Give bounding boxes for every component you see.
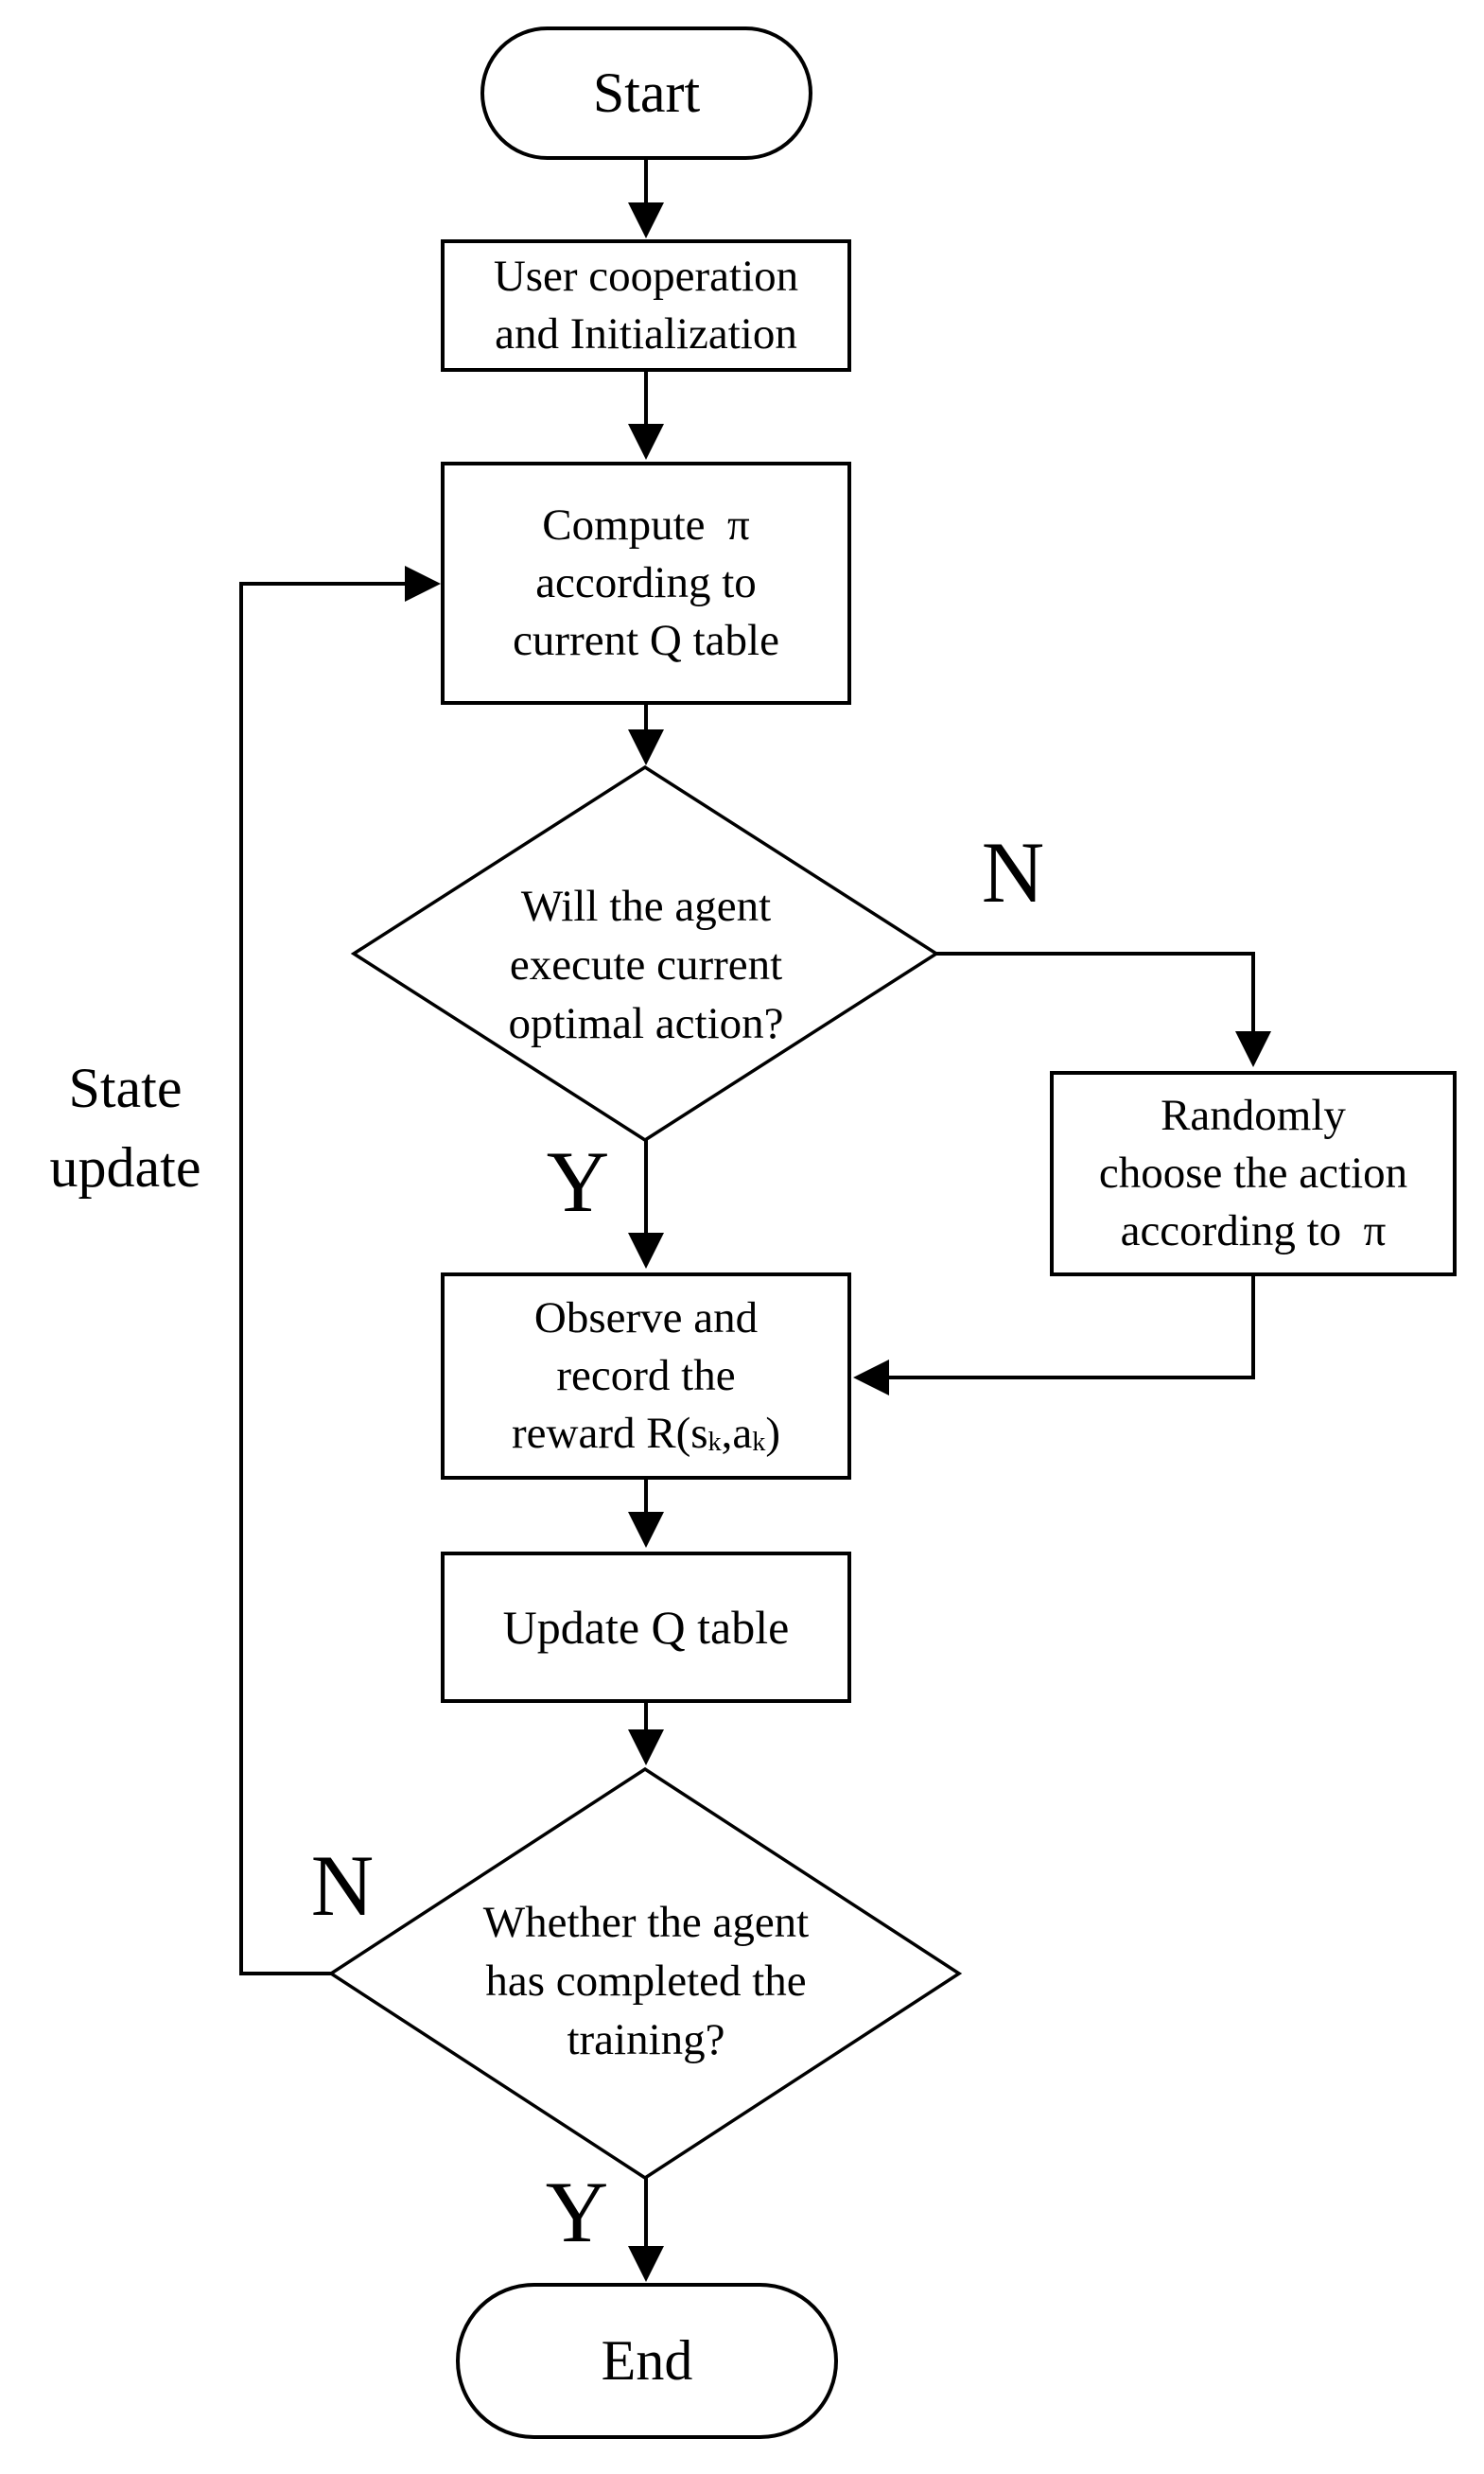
text-line: execute current	[509, 940, 783, 990]
text-line: Observe and	[533, 1293, 759, 1342]
arrowhead-into-random	[1235, 1031, 1271, 1067]
arrowhead-into-decision1	[628, 729, 664, 765]
text-line: Compute π	[542, 500, 750, 550]
arrowhead-into-compute-left	[405, 566, 441, 602]
arrowhead-into-update	[628, 1512, 664, 1548]
text-line: and Initialization	[495, 309, 797, 359]
text-line: Randomly	[1161, 1091, 1346, 1140]
edge-random-observe	[883, 1276, 1255, 1379]
decision1-yes-label: Y	[546, 1133, 610, 1230]
end-label: End	[601, 2329, 693, 2392]
text-line: User cooperation	[493, 252, 799, 301]
text-line: according to	[535, 558, 757, 607]
text-line: choose the action	[1098, 1149, 1408, 1198]
arrowhead-into-decision2	[628, 1729, 664, 1765]
arrowhead-into-end	[628, 2246, 664, 2282]
text-line: Whether the agent	[482, 1898, 810, 1947]
reward-mid: ,a	[721, 1409, 753, 1458]
arrowhead-into-observe-top	[628, 1233, 664, 1269]
compute-pi-process: Compute π according to current Q table	[441, 462, 851, 705]
arrowhead-into-observe-right	[853, 1360, 889, 1395]
random-action-process: Randomly choose the action according to …	[1050, 1071, 1457, 1276]
end-terminator: End	[456, 2283, 838, 2439]
observe-reward-process: Observe and record the reward R(sk,ak)	[441, 1272, 851, 1480]
reward-post: )	[765, 1409, 780, 1458]
reward-subscript-k1: k	[707, 1428, 722, 1458]
arrowhead-into-compute	[628, 424, 664, 460]
execute-decision-text: Will the agent execute current optimal a…	[416, 875, 876, 1055]
text-line: current Q table	[513, 616, 779, 665]
reward-subscript-k2: k	[752, 1428, 766, 1458]
decision2-yes-label: Y	[545, 2164, 609, 2260]
decision2-no-label: N	[310, 1837, 375, 1934]
decision1-no-label: N	[981, 824, 1045, 921]
text-line: update	[49, 1136, 201, 1199]
start-terminator: Start	[480, 26, 812, 160]
user-init-process: User cooperation and Initialization	[441, 239, 851, 372]
training-complete-decision-text: Whether the agent has completed the trai…	[407, 1891, 885, 2071]
reward-line: reward R(sk,ak)	[512, 1405, 780, 1463]
text-line: training?	[567, 2015, 725, 2064]
text-line: record the	[556, 1351, 736, 1400]
text-line: Update Q table	[502, 1600, 790, 1654]
text-line: State	[68, 1057, 183, 1119]
text-line: optimal action?	[508, 999, 784, 1048]
arrowhead-into-init	[628, 202, 664, 238]
start-label: Start	[592, 61, 701, 124]
edge-decision1-no-branch	[936, 952, 1255, 1037]
text-line: according to π	[1120, 1206, 1387, 1255]
edge-state-update-loop	[239, 582, 410, 1975]
text-line: Will the agent	[520, 882, 772, 931]
text-line: has completed the	[485, 1956, 807, 2006]
update-q-process: Update Q table	[441, 1552, 851, 1703]
reward-pre: reward R(s	[512, 1409, 708, 1458]
state-update-label: State update	[24, 1048, 227, 1207]
